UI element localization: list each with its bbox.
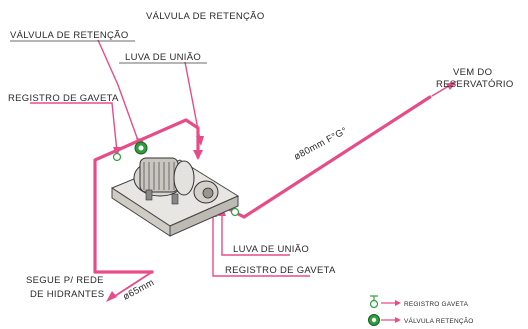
label-luva-uniao-bottom: LUVA DE UNIÃO [233, 244, 309, 255]
arrow-right-icon [381, 317, 401, 323]
label-de-hidrantes: DE HIDRANTES [30, 289, 104, 300]
leader-registro-gaveta-bottom [212, 213, 310, 277]
leader-luva-uniao-top [184, 61, 201, 141]
label-valvula-retencao: VÁLVULA DE RETENÇÃO [10, 30, 129, 41]
pump-motor-icon [110, 157, 240, 237]
label-pipe-80: ø80mm F°G° [292, 125, 349, 162]
label-segue-p-rede: SEGUE P/ REDE [26, 275, 104, 286]
check-valve-icon [368, 314, 380, 326]
legend: REGISTRO GAVETA VÁLVULA RETENÇÃO [368, 295, 474, 326]
leader-registro-gaveta-left [30, 102, 118, 153]
leader-valvula-retencao [97, 39, 141, 147]
gate-valve-icon-bottom [230, 207, 240, 217]
arrow-right-icon [381, 300, 401, 306]
check-valve-icon [134, 141, 148, 155]
label-vem-do: VEM DO [453, 67, 492, 78]
arrow-into-pump [193, 150, 203, 160]
flow-arrows [106, 81, 457, 302]
legend-gate-valve: REGISTRO GAVETA [369, 295, 469, 309]
label-registro-gaveta-bottom: REGISTRO DE GAVETA [225, 265, 336, 276]
legend-check-valve: VÁLVULA RETENÇÃO [368, 314, 474, 326]
label-valvula-retencao-top: VÁLVULA DE RETENÇÃO [146, 11, 265, 22]
arrow-to-hydrants [106, 271, 153, 302]
legend-label-valvula-retencao: VÁLVULA RETENÇÃO [404, 316, 474, 325]
label-registro-gaveta-left: REGISTRO DE GAVETA [8, 93, 119, 104]
gate-valve-icon-left [112, 152, 122, 162]
arrow-from-reservoir [431, 81, 457, 97]
legend-label-registro-gaveta: REGISTRO GAVETA [404, 301, 469, 308]
label-reservatorio: RESERVATÓRIO [436, 79, 514, 90]
leader-luva-uniao-bottom [221, 212, 290, 256]
label-luva-uniao-top: LUVA DE UNIÃO [125, 52, 201, 63]
reservoir-pipe [210, 95, 432, 219]
labels: VÁLVULA DE RETENÇÃO VÁLVULA DE RETENÇÃO … [8, 11, 514, 303]
gate-valve-icon [369, 295, 379, 309]
